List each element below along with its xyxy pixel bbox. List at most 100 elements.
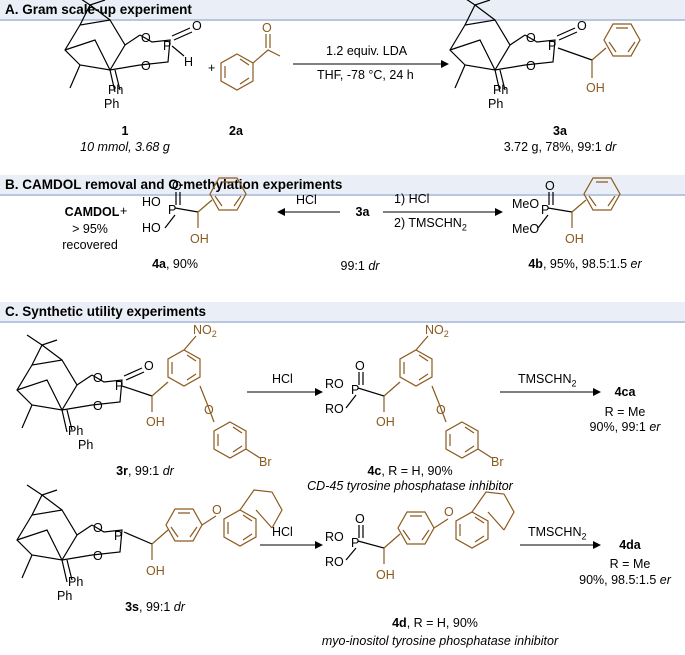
plus-sign: + — [208, 61, 215, 75]
compound-3a-label: 3a — [553, 124, 567, 138]
compound-4c-label: 4c, R = H, 90% — [367, 464, 453, 478]
compound-4d-caption: myo-inositol tyrosine phosphatase inhibi… — [321, 634, 559, 648]
atom-O: O — [141, 59, 151, 73]
atom-Ph: Ph — [108, 83, 123, 97]
atom-O: O — [93, 371, 103, 385]
atom-MeO: MeO — [512, 197, 539, 211]
compound-4da-yield: 90%, 98.5:1.5 er — [579, 573, 671, 587]
atom-O: O — [262, 21, 272, 35]
compound-4c-structure: O RO P RO OH O NO2 Br — [325, 323, 504, 469]
compound-4ca-r: R = Me — [604, 405, 646, 419]
compound-4a-structure: O HO P HO OH — [142, 177, 247, 246]
section-b-header: B. CAMDOL removal and O-methylation expe… — [0, 175, 685, 196]
compound-4ca-yield: 90%, 99:1 er — [589, 420, 661, 434]
reagent-tmschn2-c2: TMSCHN2 — [528, 525, 587, 542]
camdol-label: CAMDOL — [64, 205, 120, 219]
atom-OH: OH — [376, 415, 395, 429]
atom-OH: OH — [376, 568, 395, 582]
group-NO2: NO2 — [425, 323, 449, 339]
atom-O: O — [436, 403, 446, 417]
atom-Br: Br — [491, 455, 504, 469]
atom-P: P — [115, 379, 123, 393]
compound-2a-label: 2a — [229, 124, 243, 138]
atom-O: O — [192, 19, 202, 33]
reagent-lda: 1.2 equiv. LDA — [326, 44, 408, 58]
atom-RO: RO — [325, 402, 344, 416]
atom-O: O — [93, 399, 103, 413]
compound-3r-label: 3r, 99:1 dr — [116, 464, 174, 478]
section-a-title: A. Gram scale-up experiment — [5, 2, 192, 17]
reagent-hcl-c1: HCl — [272, 372, 293, 386]
atom-P: P — [351, 536, 359, 550]
atom-O: O — [577, 19, 587, 33]
atom-O: O — [172, 179, 182, 193]
compound-4da-label: 4da — [619, 538, 641, 552]
compound-3s-structure: O O P OH O Ph Ph — [16, 484, 283, 603]
compound-1-amount: 10 mmol, 3.68 g — [80, 140, 170, 154]
atom-RO: RO — [325, 530, 344, 544]
compound-4b-structure: O MeO P MeO OH — [512, 177, 621, 246]
section-b-title: B. CAMDOL removal and O-methylation expe… — [5, 177, 343, 192]
atom-O: O — [204, 403, 214, 417]
compound-4b-label: 4b, 95%, 98.5:1.5 er — [528, 257, 642, 271]
compound-1-label: 1 — [121, 124, 129, 138]
reagent-hcl-c2: HCl — [272, 525, 293, 539]
reagent-step-1: 1) HCl — [394, 192, 430, 206]
atom-OH: OH — [190, 232, 209, 246]
atom-O: O — [526, 31, 536, 45]
compound-3a-dr: 99:1 dr — [340, 259, 380, 273]
atom-RO: RO — [325, 555, 344, 569]
compound-3a-structure: O O P O OH Ph Ph — [449, 0, 641, 111]
atom-P: P — [168, 203, 176, 217]
atom-RO: RO — [325, 377, 344, 391]
atom-Ph: Ph — [68, 575, 83, 589]
atom-Ph: Ph — [488, 97, 503, 111]
compound-4da-r: R = Me — [609, 557, 651, 571]
atom-O: O — [545, 179, 555, 193]
atom-O: O — [144, 359, 154, 373]
atom-H: H — [184, 55, 193, 69]
compound-4c-caption: CD-45 tyrosine phosphatase inhibitor — [307, 479, 513, 493]
atom-P: P — [351, 383, 359, 397]
atom-O: O — [526, 59, 536, 73]
atom-Ph: Ph — [57, 589, 72, 603]
compound-3a-yield: 3.72 g, 78%, 99:1 dr — [503, 140, 617, 154]
atom-Ph: Ph — [493, 83, 508, 97]
atom-Ph: Ph — [78, 438, 93, 452]
atom-OH: OH — [146, 415, 165, 429]
section-a-header: A. Gram scale-up experiment — [0, 0, 685, 21]
reagent-tmschn2-c1: TMSCHN2 — [518, 372, 577, 389]
reagent-step-2: 2) TMSCHN2 — [394, 216, 467, 233]
atom-P: P — [541, 203, 549, 217]
atom-Ph: Ph — [68, 424, 83, 438]
atom-P: P — [548, 39, 556, 53]
atom-HO: HO — [142, 221, 161, 235]
plus-sign: + — [120, 204, 127, 218]
atom-MeO: MeO — [512, 222, 539, 236]
atom-OH: OH — [586, 81, 605, 95]
section-c-title: C. Synthetic utility experiments — [5, 304, 207, 319]
atom-Ph: Ph — [104, 97, 119, 111]
atom-O: O — [93, 521, 103, 535]
compound-4d-structure: O RO P RO OH O — [325, 491, 515, 582]
atom-O: O — [93, 549, 103, 563]
compound-4d-label: 4d, R = H, 90% — [392, 616, 478, 630]
atom-P: P — [114, 529, 122, 543]
atom-OH: OH — [565, 232, 584, 246]
atom-OH: OH — [146, 564, 165, 578]
atom-O: O — [355, 512, 365, 526]
group-NO2: NO2 — [193, 323, 217, 339]
section-c-header: C. Synthetic utility experiments — [0, 302, 685, 323]
compound-1-structure: O O P O H Ph Ph — [64, 0, 202, 111]
reagent-conditions: THF, -78 °C, 24 h — [317, 68, 414, 82]
atom-O: O — [212, 503, 222, 517]
compound-4ca-label: 4ca — [614, 385, 636, 399]
atom-O: O — [355, 359, 365, 373]
compound-3r-structure: O O P O OH O NO2 Br Ph Ph — [16, 323, 272, 469]
compound-2a-structure: O — [220, 21, 281, 91]
atom-O: O — [141, 31, 151, 45]
atom-O: O — [444, 505, 454, 519]
camdol-recovered: recovered — [62, 238, 118, 252]
reagent-hcl-left: HCl — [296, 193, 317, 207]
